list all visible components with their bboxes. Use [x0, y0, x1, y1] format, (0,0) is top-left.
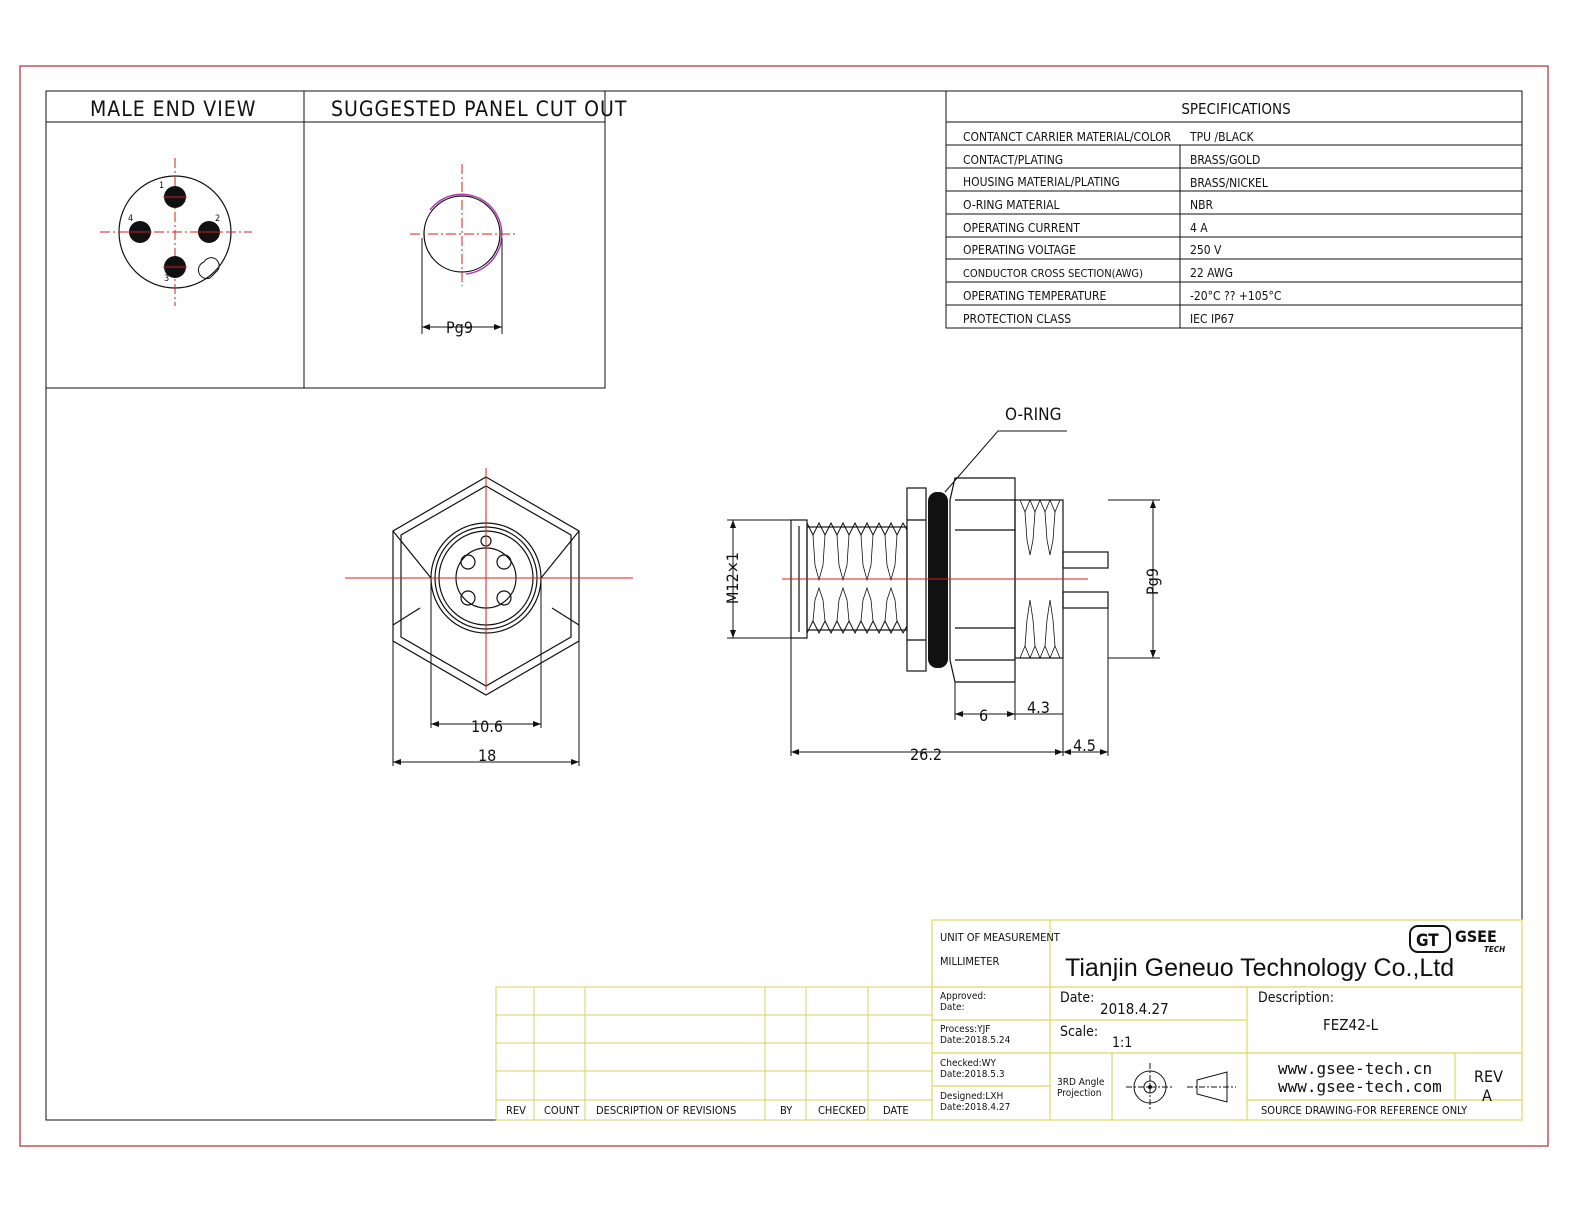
dim-m12: M12×1	[723, 552, 742, 604]
male-end-view-title: MALE END VIEW	[90, 97, 256, 121]
outer-frame	[19, 65, 1549, 1147]
approved-label: Approved:	[940, 991, 986, 1002]
title-block	[931, 919, 1523, 1121]
description-label: Description:	[1258, 990, 1334, 1006]
website-com: www.gsee-tech.com	[1278, 1077, 1442, 1096]
pin-number-4: 4	[128, 214, 133, 224]
source-note: SOURCE DRAWING-FOR REFERENCE ONLY	[1261, 1104, 1468, 1117]
process-by: Process:YJF	[940, 1024, 990, 1035]
dim-pg9-side: Pg9	[1143, 568, 1162, 595]
dim-6: 6	[979, 706, 988, 725]
by-header: BY	[780, 1104, 793, 1117]
date-header: DATE	[883, 1104, 909, 1117]
pin-number-1: 1	[159, 181, 164, 191]
specifications-table	[945, 90, 1523, 329]
dim-10-6: 10.6	[471, 717, 503, 736]
panel-cut-out-title: SUGGESTED PANEL CUT OUT	[331, 97, 627, 121]
specifications-title: SPECIFICATIONS	[1181, 100, 1290, 118]
male-end-view-drawing	[100, 158, 252, 306]
panel-cut-out-drawing	[410, 164, 515, 334]
projection-symbol-icon	[1126, 1063, 1236, 1111]
dim-26-2: 26.2	[910, 745, 942, 764]
checked-by: Checked:WY	[940, 1058, 997, 1069]
projection-line-2: Projection	[1057, 1088, 1101, 1099]
unit-value: MILLIMETER	[940, 955, 999, 968]
spec-value: 250 V	[1190, 243, 1222, 257]
o-ring-shape	[928, 492, 948, 668]
spec-label: HOUSING MATERIAL/PLATING	[963, 175, 1120, 189]
process-date: Date:2018.5.24	[940, 1035, 1011, 1046]
projection-line-1: 3RD Angle	[1057, 1077, 1105, 1088]
dim-18: 18	[478, 746, 496, 765]
scale-value: 1:1	[1112, 1035, 1132, 1051]
dim-4-5: 4.5	[1073, 736, 1096, 755]
rev-label: REV	[1474, 1067, 1503, 1086]
checked-header: CHECKED	[818, 1104, 866, 1117]
spec-value: -20°C ?? +105°C	[1190, 289, 1281, 303]
pin-number-3: 3	[164, 274, 169, 284]
spec-label: CONDUCTOR CROSS SECTION(AWG)	[963, 267, 1143, 280]
logo-gt: GT	[1416, 931, 1439, 951]
pin-number-2: 2	[215, 214, 220, 224]
spec-label: OPERATING TEMPERATURE	[963, 289, 1106, 303]
spec-value: BRASS/GOLD	[1190, 153, 1260, 167]
logo-gsee: GSEE	[1455, 927, 1497, 946]
view-boxes	[45, 90, 606, 389]
front-view-center-lines	[345, 468, 633, 690]
website-cn: www.gsee-tech.cn	[1278, 1059, 1432, 1078]
approved-date: Date:	[940, 1002, 965, 1013]
side-view	[727, 430, 1160, 756]
spec-value: 22 AWG	[1190, 266, 1233, 280]
spec-label: OPERATING VOLTAGE	[963, 243, 1076, 257]
date-label: Date:	[1060, 990, 1094, 1006]
spec-value: TPU /BLACK	[1189, 130, 1254, 144]
revision-table	[495, 986, 933, 1121]
company-name: Tianjin Geneuo Technology Co.,Ltd	[1065, 954, 1454, 982]
spec-value: 4 A	[1190, 221, 1208, 235]
spec-value: NBR	[1190, 198, 1213, 212]
description-header: DESCRIPTION OF REVISIONS	[596, 1104, 736, 1117]
pg9-cutout-dimension: Pg9	[446, 318, 473, 337]
spec-label: CONTACT/PLATING	[963, 153, 1063, 167]
designed-date: Date:2018.4.27	[940, 1102, 1010, 1113]
logo-tech: TECH	[1484, 945, 1505, 954]
count-header: COUNT	[544, 1104, 580, 1117]
rev-value: A	[1482, 1086, 1492, 1105]
gsee-logo: GT GSEE TECH	[1409, 925, 1505, 954]
rev-header: REV	[506, 1104, 526, 1117]
spec-value: IEC IP67	[1190, 312, 1234, 326]
unit-label: UNIT OF MEASUREMENT	[940, 931, 1061, 944]
o-ring-label: O-RING	[1005, 405, 1061, 425]
dim-4-3: 4.3	[1027, 698, 1050, 717]
checked-date: Date:2018.5.3	[940, 1069, 1005, 1080]
spec-label: PROTECTION CLASS	[963, 312, 1071, 326]
spec-label: OPERATING CURRENT	[963, 221, 1080, 235]
date-value: 2018.4.27	[1100, 1000, 1169, 1018]
revision-headers: REV COUNT DESCRIPTION OF REVISIONS BY CH…	[506, 1104, 909, 1117]
spec-label: O-RING MATERIAL	[963, 198, 1060, 212]
spec-rows: CONTANCT CARRIER MATERIAL/COLOR TPU /BLA…	[963, 130, 1281, 326]
spec-value: BRASS/NICKEL	[1190, 176, 1268, 190]
designed-by: Designed:LXH	[940, 1091, 1003, 1102]
scale-label: Scale:	[1060, 1024, 1098, 1040]
spec-label: CONTANCT CARRIER MATERIAL/COLOR	[963, 130, 1172, 144]
description-value: FEZ42-L	[1323, 1016, 1379, 1034]
